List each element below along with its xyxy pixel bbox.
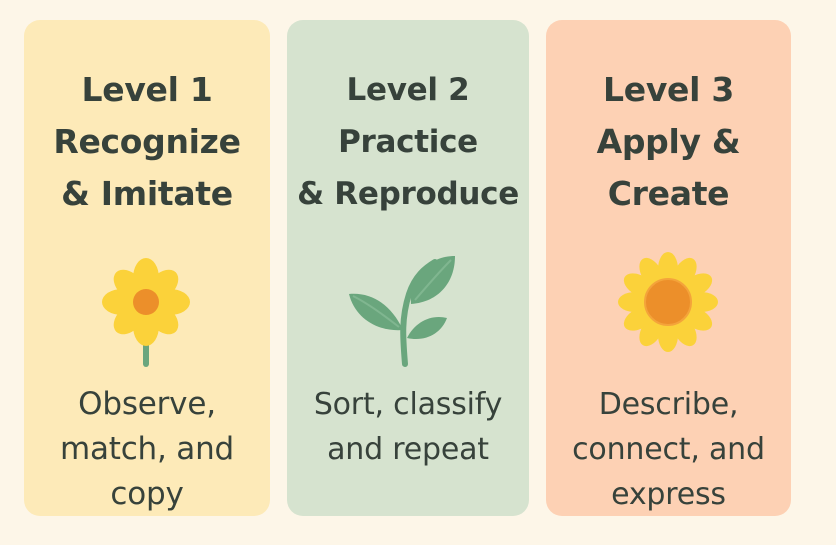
level-1-description-line: match, and — [59, 431, 235, 467]
level-1-title-line: & Imitate — [61, 174, 233, 213]
level-2-description-line: Sort, classify — [313, 387, 503, 422]
level-1-description-line: copy — [110, 476, 184, 512]
level-3-description-line: Describe, — [598, 387, 739, 422]
sunflower-icon — [604, 234, 734, 370]
yellow-flower-icon — [82, 234, 212, 370]
level-3-description-line: connect, and — [572, 432, 765, 467]
level-3-description-line: express — [611, 477, 726, 512]
level-2-description: Sort, classify and repeat — [287, 382, 529, 472]
level-1-description-line: Observe, — [78, 386, 216, 422]
level-1-title-line: Recognize — [53, 122, 241, 161]
level-2-title-line: Practice — [338, 124, 478, 160]
level-1-description: Observe, match, and copy — [24, 382, 270, 517]
level-3-card: Level 3 Apply & Create Describ — [546, 20, 791, 516]
level-1-card: Level 1 Recognize & Imitate Observe, mat… — [24, 20, 270, 516]
level-3-description: Describe, connect, and express — [546, 382, 791, 517]
level-3-title-line: Create — [607, 174, 730, 213]
sprout-icon — [343, 234, 473, 370]
level-2-card: Level 2 Practice & Reproduce Sort, class… — [287, 20, 529, 516]
level-3-title-line: Apply & — [596, 122, 741, 161]
level-2-description-line: and repeat — [327, 432, 489, 467]
level-2-title: Level 2 Practice & Reproduce — [287, 64, 529, 220]
level-1-title-line: Level 1 — [81, 70, 213, 109]
level-3-title: Level 3 Apply & Create — [546, 64, 791, 220]
level-1-title: Level 1 Recognize & Imitate — [24, 64, 270, 220]
level-2-title-line: Level 2 — [346, 72, 470, 108]
level-3-title-line: Level 3 — [603, 70, 734, 109]
level-2-title-line: & Reproduce — [297, 176, 519, 212]
